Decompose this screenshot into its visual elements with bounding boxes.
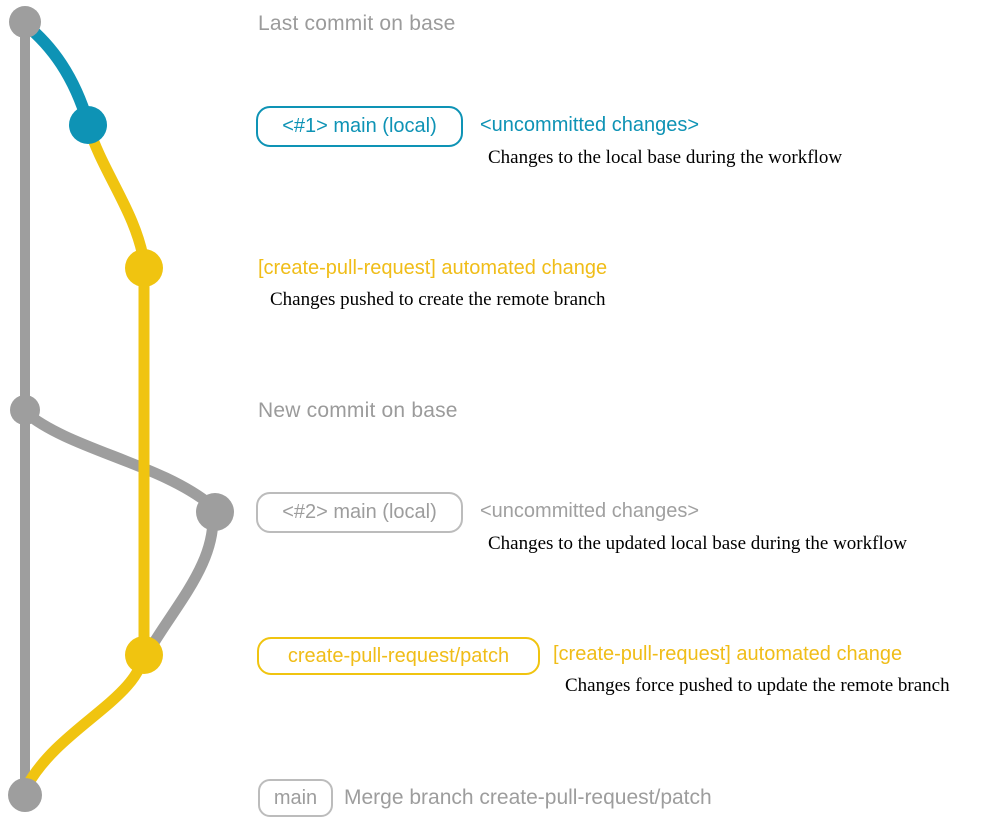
caption-pushed-create-remote: Changes pushed to create the remote bran… [270,289,606,310]
commit-dot-automated-change-1 [125,249,163,287]
branch-main-local-2-curve [19,406,219,655]
caption-updated-local-base-changes: Changes to the updated local base during… [488,533,907,554]
branch-main-local-1-curve [19,18,94,129]
label-last-commit-on-base: Last commit on base [258,12,456,35]
commit-dot-merge [8,778,42,812]
label-merge-branch: Merge branch create-pull-request/patch [344,786,712,809]
caption-local-base-changes: Changes to the local base during the wor… [488,147,843,168]
badge-main: main [258,779,333,817]
caption-force-pushed-update-remote: Changes force pushed to update the remot… [565,675,950,696]
badge-main-local-2: <#2> main (local) [256,492,463,533]
label-automated-change-1: [create-pull-request] automated change [258,257,608,279]
commit-dot-automated-change-2 [125,636,163,674]
badge-main-local-1: <#1> main (local) [256,106,463,147]
commit-dot-last-base [9,6,41,38]
commit-dot-main-local-2 [196,493,234,531]
commit-dot-new-base [10,395,40,425]
label-uncommitted-changes-2: <uncommitted changes> [480,500,700,522]
commit-dot-main-local-1 [69,106,107,144]
label-uncommitted-changes-1: <uncommitted changes> [480,114,700,136]
label-automated-change-2: [create-pull-request] automated change [553,643,903,665]
badge-create-pull-request-patch: create-pull-request/patch [257,637,540,675]
label-new-commit-on-base: New commit on base [258,399,458,422]
